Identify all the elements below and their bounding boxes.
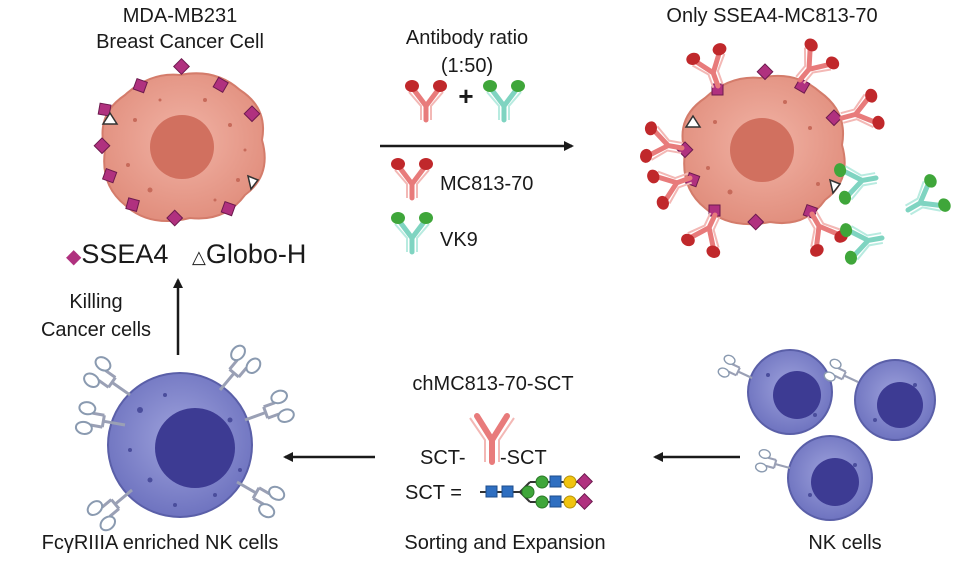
sct-equals-label: SCT = bbox=[405, 482, 462, 504]
antibody-ratio-line2: (1:50) bbox=[440, 55, 494, 77]
enriched-nk-label: FcγRIIIA enriched NK cells bbox=[41, 532, 279, 554]
globo-h-marker bbox=[101, 111, 119, 125]
sorting-label: Sorting and Expansion bbox=[404, 532, 606, 554]
ssea4-diamond-icon: ◆ bbox=[66, 246, 82, 268]
ssea4-marker bbox=[173, 58, 190, 75]
sct-left-label: SCT- bbox=[420, 447, 466, 469]
chmc813-sct-antibody bbox=[469, 413, 515, 465]
nk-cells-group bbox=[715, 349, 936, 521]
legend-globo-label: Globo-H bbox=[205, 239, 307, 269]
cancer-cell-right bbox=[639, 36, 886, 260]
cancer-cell-title-line2: Breast Cancer Cell bbox=[96, 31, 264, 53]
sct-right-label: -SCT bbox=[500, 447, 547, 469]
killing-line2: Cancer cells bbox=[40, 319, 152, 341]
cancer-cell-title-line1: MDA-MB231 bbox=[122, 5, 238, 27]
cancer-cell-left bbox=[93, 58, 266, 227]
free-vk9-antibodies bbox=[833, 157, 953, 265]
legend-globo: △Globo-H bbox=[192, 239, 306, 272]
result-title: Only SSEA4-MC813-70 bbox=[666, 5, 878, 27]
globo-triangle-icon: △ bbox=[192, 247, 206, 267]
sct-glycan-chain bbox=[480, 473, 593, 510]
legend-ssea4-label: SSEA4 bbox=[81, 239, 169, 269]
construct-title: chMC813-70-SCT bbox=[412, 373, 574, 395]
legend-vk9-label: VK9 bbox=[440, 229, 478, 251]
legend-ssea4: ◆SSEA4 bbox=[66, 239, 168, 272]
killing-line1: Killing bbox=[69, 291, 123, 313]
nk-cells-label: NK cells bbox=[808, 532, 882, 554]
legend-vk9-icon bbox=[391, 212, 433, 252]
nk-cell-enriched bbox=[73, 341, 298, 535]
antibody-ratio-line1: Antibody ratio bbox=[405, 27, 529, 49]
plus-sign: + bbox=[458, 81, 474, 111]
legend-mc813-label: MC813-70 bbox=[440, 173, 534, 195]
legend-mc813-icon bbox=[391, 158, 433, 198]
